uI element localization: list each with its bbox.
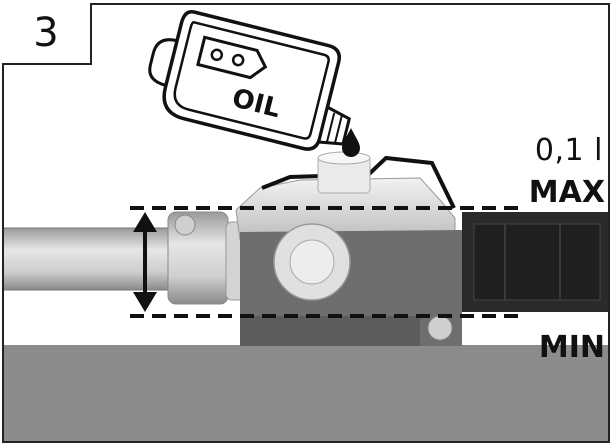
shaft-tube — [4, 228, 179, 290]
min-label: MIN — [538, 330, 605, 365]
step-number: 3 — [2, 3, 92, 65]
coupling-screw — [174, 214, 196, 236]
oil-bottle-icon: OIL — [148, 10, 352, 151]
capacity-label: 0,1 l — [534, 133, 603, 168]
bolt — [427, 315, 453, 341]
oil-drop-icon — [342, 128, 360, 157]
chain-icon — [196, 35, 268, 80]
ground-surface — [4, 345, 608, 441]
max-label: MAX — [528, 175, 605, 210]
level-range-arrow — [133, 212, 157, 312]
